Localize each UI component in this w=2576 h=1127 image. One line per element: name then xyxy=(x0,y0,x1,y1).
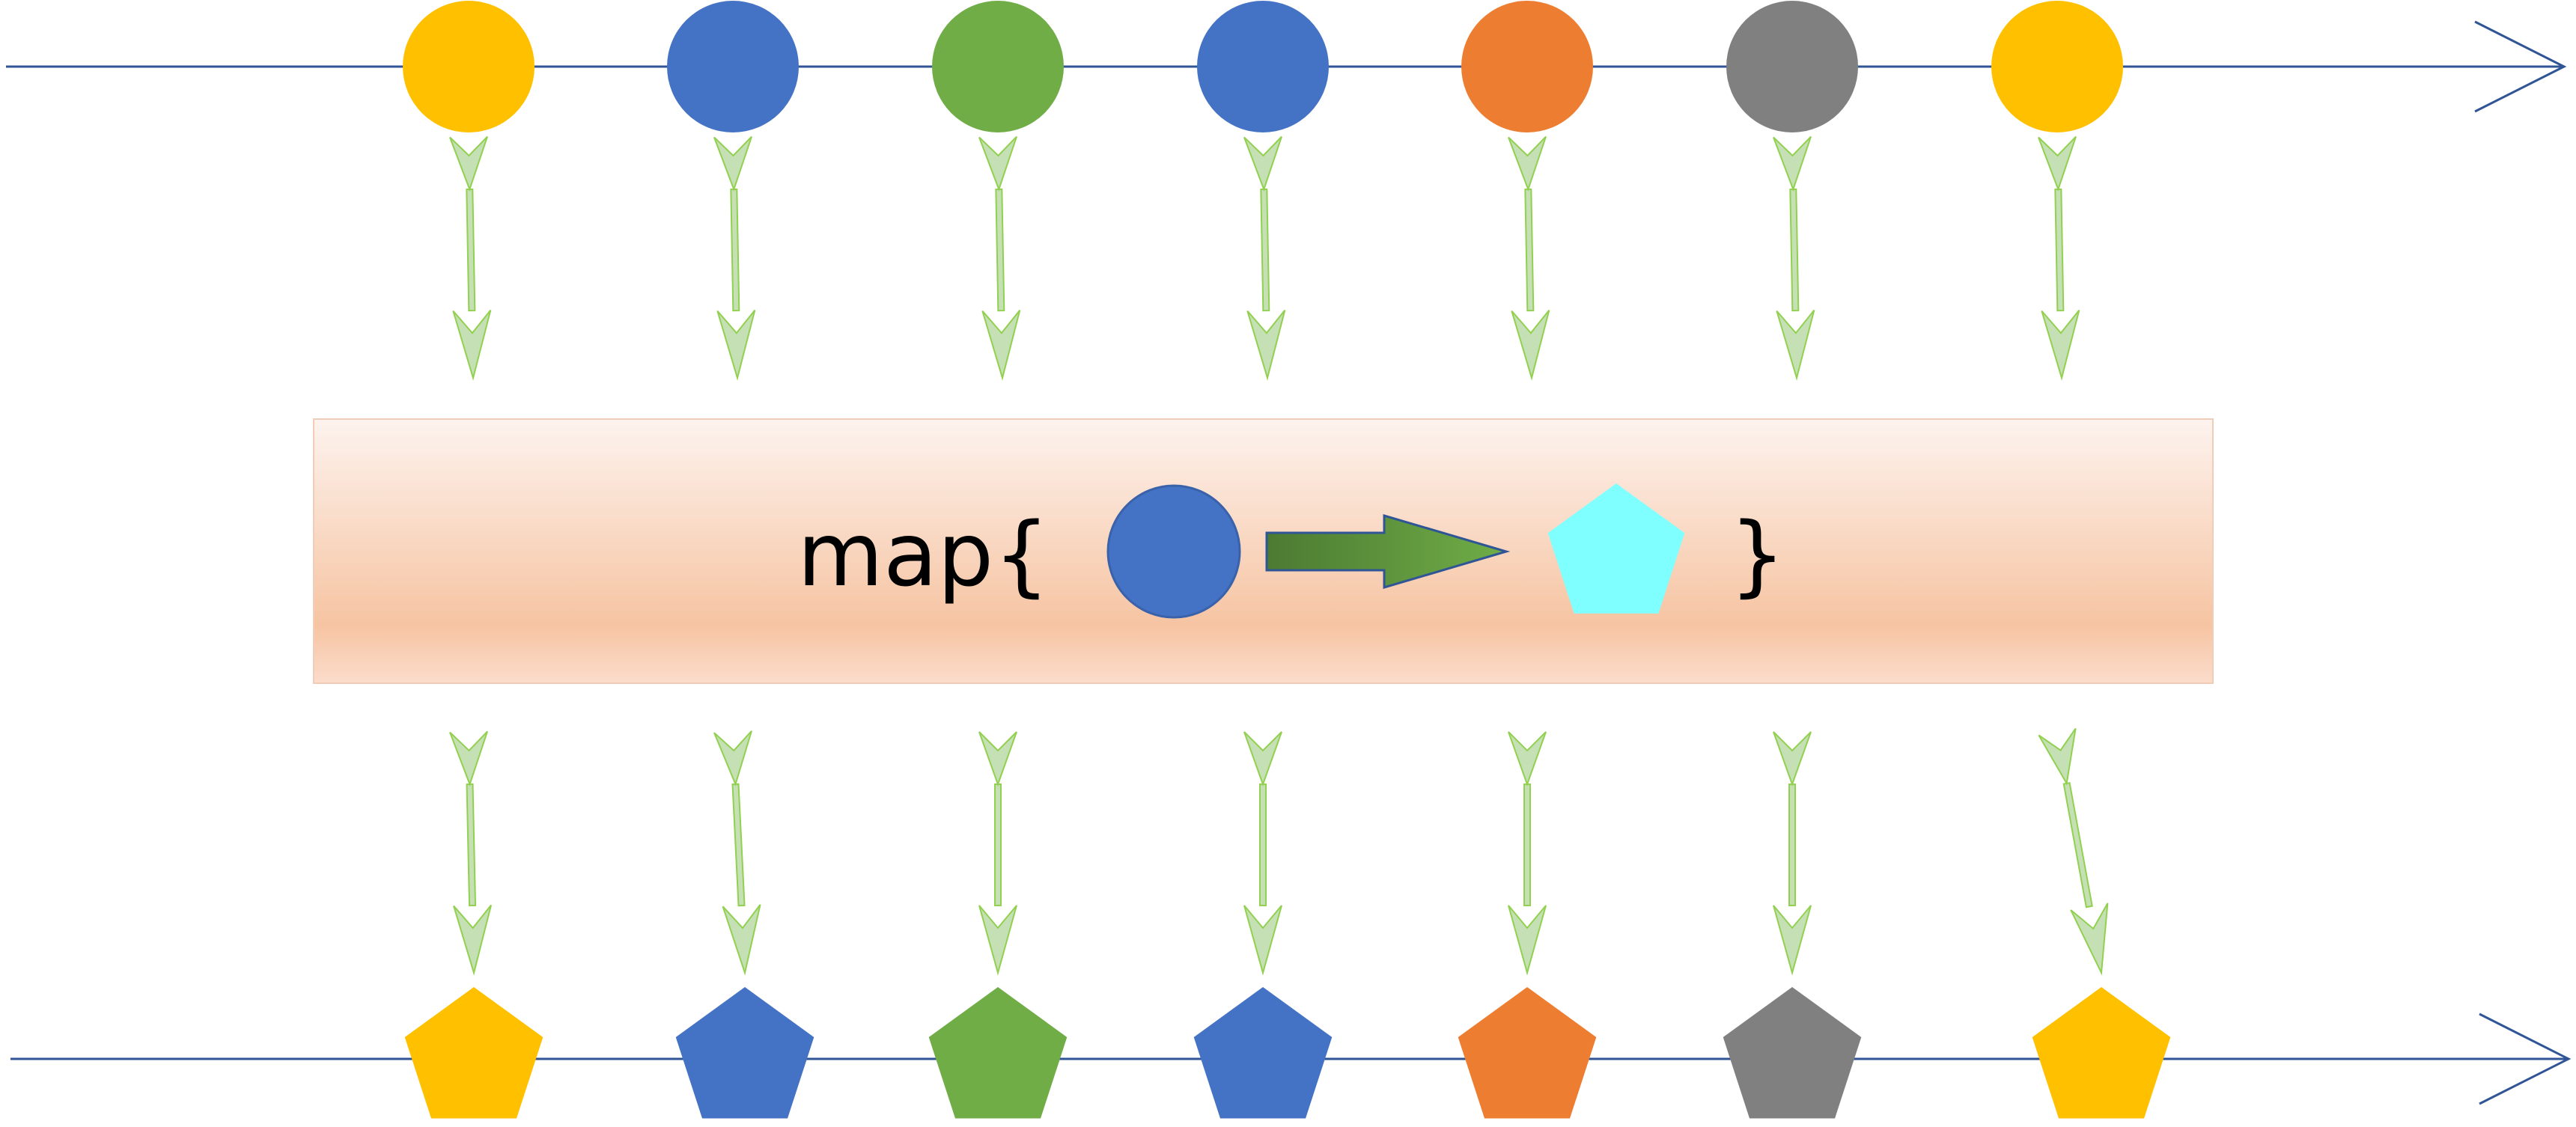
flow-arrows-bottom xyxy=(449,727,2109,976)
input-marble-4 xyxy=(1197,1,1329,132)
output-marble-3 xyxy=(928,987,1068,1119)
operator-close-brace: } xyxy=(1729,503,1785,606)
flow-arrow xyxy=(1508,731,1547,976)
flow-arrow xyxy=(2038,135,2080,381)
flow-arrow xyxy=(1773,135,1815,381)
operator-output-pentagon xyxy=(1547,483,1685,614)
flow-arrow xyxy=(2038,727,2109,976)
input-marble-1 xyxy=(403,1,535,132)
output-marbles xyxy=(404,987,2171,1119)
input-marble-5 xyxy=(1461,1,1593,132)
input-marble-2 xyxy=(667,1,799,132)
input-marble-7 xyxy=(1991,1,2123,132)
flow-arrow xyxy=(449,730,493,976)
operator-label: map{ xyxy=(797,503,1050,606)
output-marble-1 xyxy=(404,987,543,1119)
output-marble-5 xyxy=(1458,987,1597,1119)
output-timeline-arrowhead xyxy=(2479,1013,2572,1105)
input-marble-3 xyxy=(932,1,1064,132)
flow-arrow xyxy=(1773,731,1812,976)
operator-input-circle xyxy=(1106,484,1241,619)
output-marble-2 xyxy=(675,987,814,1119)
flow-arrow xyxy=(449,135,492,381)
flow-arrow xyxy=(1243,731,1282,976)
operator-box: map{ } xyxy=(313,418,2214,684)
input-timeline-arrowhead xyxy=(2474,20,2567,113)
flow-arrow xyxy=(978,135,1021,381)
flow-arrow xyxy=(1508,135,1550,381)
flow-arrow xyxy=(713,730,761,976)
output-marble-6 xyxy=(1723,987,1862,1119)
flow-arrow xyxy=(1243,135,1286,381)
input-marbles xyxy=(403,1,2123,132)
flow-arrow xyxy=(713,135,756,381)
flow-arrows-top xyxy=(449,135,2080,381)
input-marble-6 xyxy=(1726,1,1858,132)
operator-box-background xyxy=(313,418,2214,684)
output-marble-7 xyxy=(2032,987,2171,1119)
transform-arrow xyxy=(1265,513,1511,590)
output-marble-4 xyxy=(1193,987,1333,1119)
flow-arrow xyxy=(978,731,1017,976)
